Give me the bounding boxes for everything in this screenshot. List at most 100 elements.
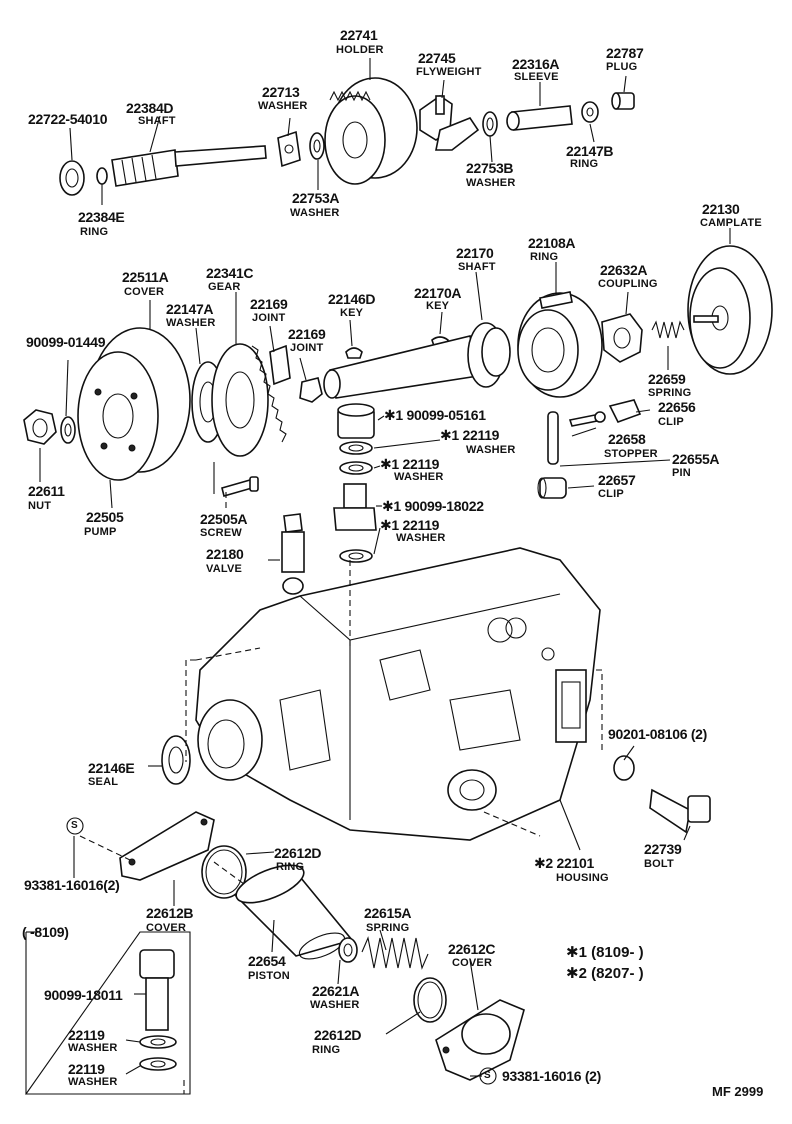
- part-name-22119-e: WASHER: [68, 1076, 118, 1088]
- plug-22787-drawing: [611, 92, 635, 110]
- part-name-22384d: SHAFT: [138, 115, 176, 127]
- part-number-22745: 22745: [418, 50, 456, 66]
- camplate-22130-drawing: [687, 245, 773, 375]
- spring-22615a-drawing: [361, 936, 429, 970]
- part-number-22753b: 22753B: [466, 160, 514, 176]
- part-number-22146e: 22146E: [88, 760, 135, 776]
- ring-22384e-drawing: [96, 167, 108, 185]
- part-name-22612b: COVER: [146, 922, 187, 934]
- joint-22169-drawing: [269, 344, 323, 403]
- part-number-90201-08106: 90201-08106 (2): [608, 726, 708, 742]
- gear-22341c-drawing: [211, 343, 287, 457]
- sleeve-22316a-drawing: [506, 105, 573, 131]
- inset-box: [24, 931, 191, 1095]
- part-number-22119-d: 22119: [68, 1027, 105, 1043]
- part-number-22169-b: 22169: [288, 326, 326, 342]
- part-number-90099-01449: 90099-01449: [26, 334, 106, 350]
- part-number-22119-e: 22119: [68, 1061, 105, 1077]
- part-number-22169-a: 22169: [250, 296, 288, 312]
- ring-22108a-drawing: [517, 291, 603, 398]
- part-number-93381-16016-left: 93381-16016(2): [24, 877, 120, 893]
- part-number-22615a: 22615A: [364, 905, 412, 921]
- washer-22713-drawing: [277, 130, 301, 168]
- bolt-22739-drawing: [649, 788, 711, 834]
- part-name-22130: CAMPLATE: [700, 217, 762, 229]
- part-number-22612b: 22612B: [146, 905, 194, 921]
- washer-22119-inset-lower-drawing: [139, 1057, 177, 1071]
- part-number-22511a: 22511A: [122, 269, 169, 285]
- part-number-22722: 22722-54010: [28, 111, 108, 127]
- piston-22654-drawing: [234, 864, 354, 960]
- nut-22722-drawing: [59, 160, 85, 196]
- part-number-22119-a: ✱1 22119: [440, 427, 500, 443]
- bolt-90099-18011-drawing: [139, 949, 175, 1031]
- part-name-22654: PISTON: [248, 970, 290, 982]
- part-name-22656: CLIP: [658, 416, 684, 428]
- housing-22101-drawing: [195, 547, 601, 841]
- clip-22656-drawing: [608, 399, 642, 423]
- part-number-22108a: 22108A: [528, 235, 576, 251]
- inset-title: ( -8109): [22, 924, 69, 940]
- part-name-22615a: SPRING: [366, 922, 410, 934]
- part-number-22130: 22130: [702, 201, 740, 217]
- part-number-90099-05161: ✱1 90099-05161: [384, 407, 486, 423]
- flyweight-22745-drawing: [419, 95, 480, 151]
- part-name-22632a: COUPLING: [598, 278, 658, 290]
- part-name-22611: NUT: [28, 500, 52, 512]
- part-number-22612c: 22612C: [448, 941, 496, 957]
- coupling-22632a-drawing: [601, 313, 643, 363]
- part-number-22147a: 22147A: [166, 301, 214, 317]
- cover-22612c-drawing: [435, 999, 525, 1081]
- plug-90099-05161-drawing: [337, 403, 375, 439]
- part-number-22146d: 22146D: [328, 291, 376, 307]
- part-number-90099-18011: 90099-18011: [44, 987, 123, 1003]
- circle-s-marks: [66, 817, 497, 1085]
- part-name-22505: PUMP: [84, 526, 117, 538]
- washer-22119-mid-drawing: [339, 461, 373, 475]
- part-number-22658: 22658: [608, 431, 646, 447]
- part-name-22505a: SCREW: [200, 527, 242, 539]
- part-number-22170: 22170: [456, 245, 494, 261]
- part-name-22741: HOLDER: [336, 44, 384, 56]
- part-number-22612d-lower: 22612D: [314, 1027, 362, 1043]
- part-number-22656: 22656: [658, 399, 696, 415]
- pin-22655a-drawing: [547, 411, 559, 465]
- seal-22146e-drawing: [161, 735, 191, 785]
- part-number-22147b: 22147B: [566, 143, 614, 159]
- valve-22180-drawing: [281, 513, 305, 595]
- assembly-dashed-lines: [79, 560, 603, 1094]
- screw-22505a-drawing: [221, 476, 259, 497]
- part-number-22632a: 22632A: [600, 262, 648, 278]
- shaft-22170-drawing: [323, 322, 511, 399]
- part-name-22101: HOUSING: [556, 872, 609, 884]
- part-number-22119-b: ✱1 22119: [380, 456, 440, 472]
- ring-22612d-upper-drawing: [201, 845, 247, 899]
- part-name-22170a: KEY: [426, 300, 450, 312]
- part-name-22612c: COVER: [452, 957, 493, 969]
- part-number-22655a: 22655A: [672, 451, 720, 467]
- holder-22741-drawing: [324, 77, 418, 185]
- washer-22621a-drawing: [338, 937, 358, 963]
- part-name-22621a: WASHER: [310, 999, 360, 1011]
- washer-22753b-drawing: [482, 111, 498, 137]
- key-22146d-drawing: [345, 347, 363, 359]
- part-name-22146d: KEY: [340, 307, 364, 319]
- part-name-22657: CLIP: [598, 488, 624, 500]
- part-number-22180: 22180: [206, 546, 244, 562]
- part-name-22169-b: JOINT: [290, 342, 324, 354]
- part-name-22169-a: JOINT: [252, 312, 286, 324]
- part-number-22659: 22659: [648, 371, 686, 387]
- part-number-93381-16016-right: 93381-16016 (2): [502, 1068, 602, 1084]
- part-name-22655a: PIN: [672, 467, 691, 479]
- spring-22659-drawing: [651, 320, 685, 339]
- part-name-22612d-lower: RING: [312, 1044, 341, 1056]
- pump-22505-drawing: [77, 327, 191, 481]
- part-number-22611: 22611: [28, 483, 65, 499]
- part-name-22119-c: WASHER: [396, 532, 446, 544]
- part-name-22146e: SEAL: [88, 776, 119, 788]
- washer-90201-08106-drawing: [613, 755, 635, 781]
- ring-22612d-lower-drawing: [413, 977, 447, 1023]
- nut-22611-drawing: [23, 409, 57, 445]
- part-name-22753b: WASHER: [466, 177, 516, 189]
